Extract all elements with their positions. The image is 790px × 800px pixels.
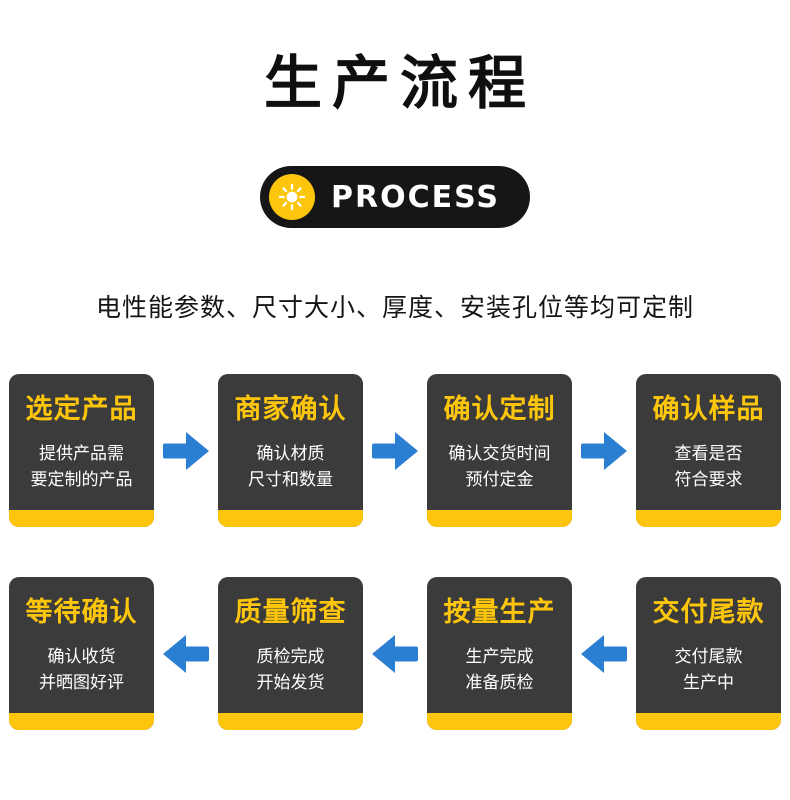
card-accent-bar — [427, 713, 572, 730]
arrow-right-icon — [163, 431, 209, 470]
card-accent-bar — [427, 510, 572, 527]
arrow-stem — [600, 646, 627, 661]
arrow-right-icon — [372, 431, 418, 470]
flow-card-select-product: 选定产品 提供产品需 要定制的产品 — [9, 374, 154, 527]
flow-row-2: 等待确认 确认收货 并晒图好评 质量筛查 质检完成 开始发货 按量生产 — [9, 577, 781, 730]
flow-card-merchant-confirm: 商家确认 确认材质 尺寸和数量 — [218, 374, 363, 527]
card-title: 等待确认 — [25, 597, 138, 628]
flow-card-confirm-sample: 确认样品 查看是否 符合要求 — [636, 374, 781, 527]
card-title: 按量生产 — [443, 597, 556, 628]
card-body: 查看是否 符合要求 — [636, 426, 781, 510]
process-badge-label: PROCESS — [331, 179, 500, 215]
card-accent-bar — [218, 713, 363, 730]
flow-card-produce-by-quantity: 按量生产 生产完成 准备质检 — [427, 577, 572, 730]
card-line: 尺寸和数量 — [248, 470, 333, 490]
card-title: 确认样品 — [652, 394, 765, 425]
card-accent-bar — [636, 510, 781, 527]
card-line: 预付定金 — [465, 470, 534, 490]
card-line: 生产完成 — [465, 646, 534, 667]
card-accent-bar — [9, 510, 154, 527]
card-line: 准备质检 — [465, 673, 534, 693]
card-body: 交付尾款 生产中 — [636, 629, 781, 713]
arrow-stem — [372, 443, 399, 458]
arrow-head — [186, 431, 209, 470]
flow-row-1: 选定产品 提供产品需 要定制的产品 商家确认 确认材质 尺寸和数量 确认定制 — [9, 374, 781, 527]
arrow-right-icon — [581, 431, 627, 470]
flow-card-quality-screen: 质量筛查 质检完成 开始发货 — [218, 577, 363, 730]
card-body: 质检完成 开始发货 — [218, 629, 363, 713]
card-title: 质量筛查 — [234, 597, 347, 628]
card-body: 确认交货时间 预付定金 — [427, 426, 572, 510]
card-body: 生产完成 准备质检 — [427, 629, 572, 713]
flow-card-await-confirm: 等待确认 确认收货 并晒图好评 — [9, 577, 154, 730]
arrow-head — [163, 634, 186, 673]
card-accent-bar — [636, 713, 781, 730]
card-line: 确认材质 — [256, 443, 325, 464]
arrow-left-icon — [163, 634, 209, 673]
arrow-left-icon — [372, 634, 418, 673]
arrow-stem — [182, 646, 209, 661]
card-line: 要定制的产品 — [30, 470, 133, 490]
card-title: 确认定制 — [443, 394, 556, 425]
card-line: 确认交货时间 — [448, 443, 551, 464]
arrow-head — [581, 634, 604, 673]
flow-card-confirm-custom: 确认定制 确认交货时间 预付定金 — [427, 374, 572, 527]
arrow-head — [372, 634, 395, 673]
card-line: 查看是否 — [674, 443, 743, 464]
arrow-head — [604, 431, 627, 470]
card-title: 选定产品 — [25, 394, 138, 425]
card-body: 提供产品需 要定制的产品 — [9, 426, 154, 510]
arrow-stem — [581, 443, 608, 458]
card-title: 商家确认 — [234, 394, 347, 425]
card-accent-bar — [218, 510, 363, 527]
card-line: 并晒图好评 — [39, 673, 124, 693]
card-line: 符合要求 — [674, 470, 743, 490]
card-line: 提供产品需 — [39, 443, 124, 464]
card-body: 确认材质 尺寸和数量 — [218, 426, 363, 510]
sun-icon — [269, 174, 316, 220]
card-line: 确认收货 — [47, 646, 116, 667]
arrow-stem — [391, 646, 418, 661]
process-badge: PROCESS — [260, 166, 530, 228]
card-accent-bar — [9, 713, 154, 730]
card-line: 开始发货 — [256, 673, 325, 693]
arrow-head — [395, 431, 418, 470]
card-line: 交付尾款 — [674, 646, 743, 667]
subtitle: 电性能参数、尺寸大小、厚度、安装孔位等均可定制 — [95, 293, 694, 322]
arrow-left-icon — [581, 634, 627, 673]
arrow-stem — [163, 443, 190, 458]
card-body: 确认收货 并晒图好评 — [9, 629, 154, 713]
card-line: 质检完成 — [256, 646, 325, 667]
card-line: 生产中 — [683, 673, 734, 693]
page-title: 生产流程 — [263, 49, 536, 117]
flow-card-pay-balance: 交付尾款 交付尾款 生产中 — [636, 577, 781, 730]
card-title: 交付尾款 — [652, 597, 765, 628]
